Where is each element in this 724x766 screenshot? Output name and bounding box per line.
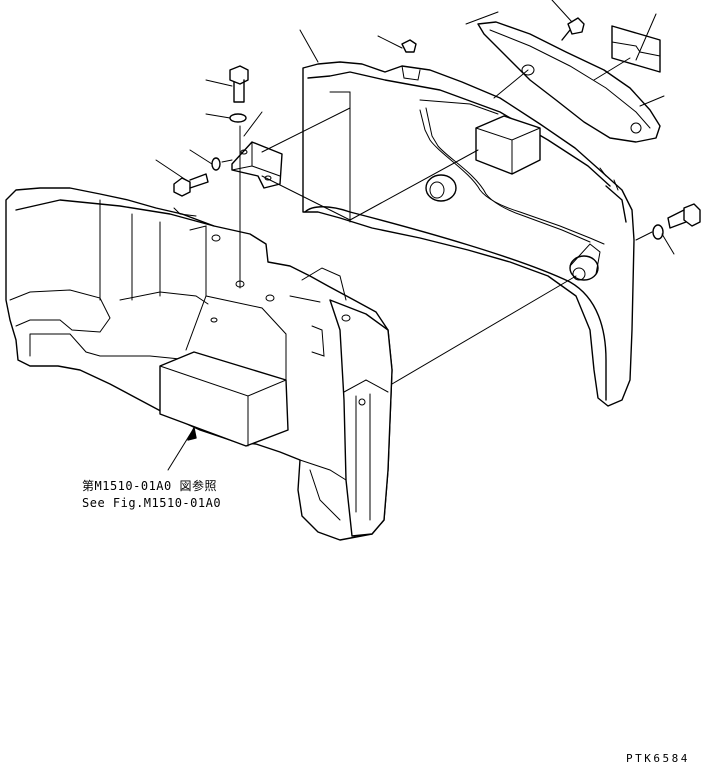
cover-plate <box>477 21 661 143</box>
bracket <box>231 141 283 189</box>
washer-upper <box>229 113 247 123</box>
bolt-upper <box>229 65 249 103</box>
revolving-frame <box>5 187 393 541</box>
drawing-code: PTK6584 <box>626 752 690 765</box>
bolt-cover <box>561 17 585 41</box>
plug <box>401 39 417 53</box>
reference-note-jp: 第M1510-01A0 図参照 <box>82 478 217 493</box>
counterweight <box>302 61 635 407</box>
bolt-right <box>667 203 701 229</box>
reference-note-en: See Fig.M1510-01A0 <box>82 496 221 510</box>
label-plate <box>611 25 661 73</box>
washer-left <box>211 157 221 171</box>
washer-right <box>652 224 664 240</box>
bolt-left <box>173 173 209 197</box>
leader-lines <box>155 0 675 471</box>
